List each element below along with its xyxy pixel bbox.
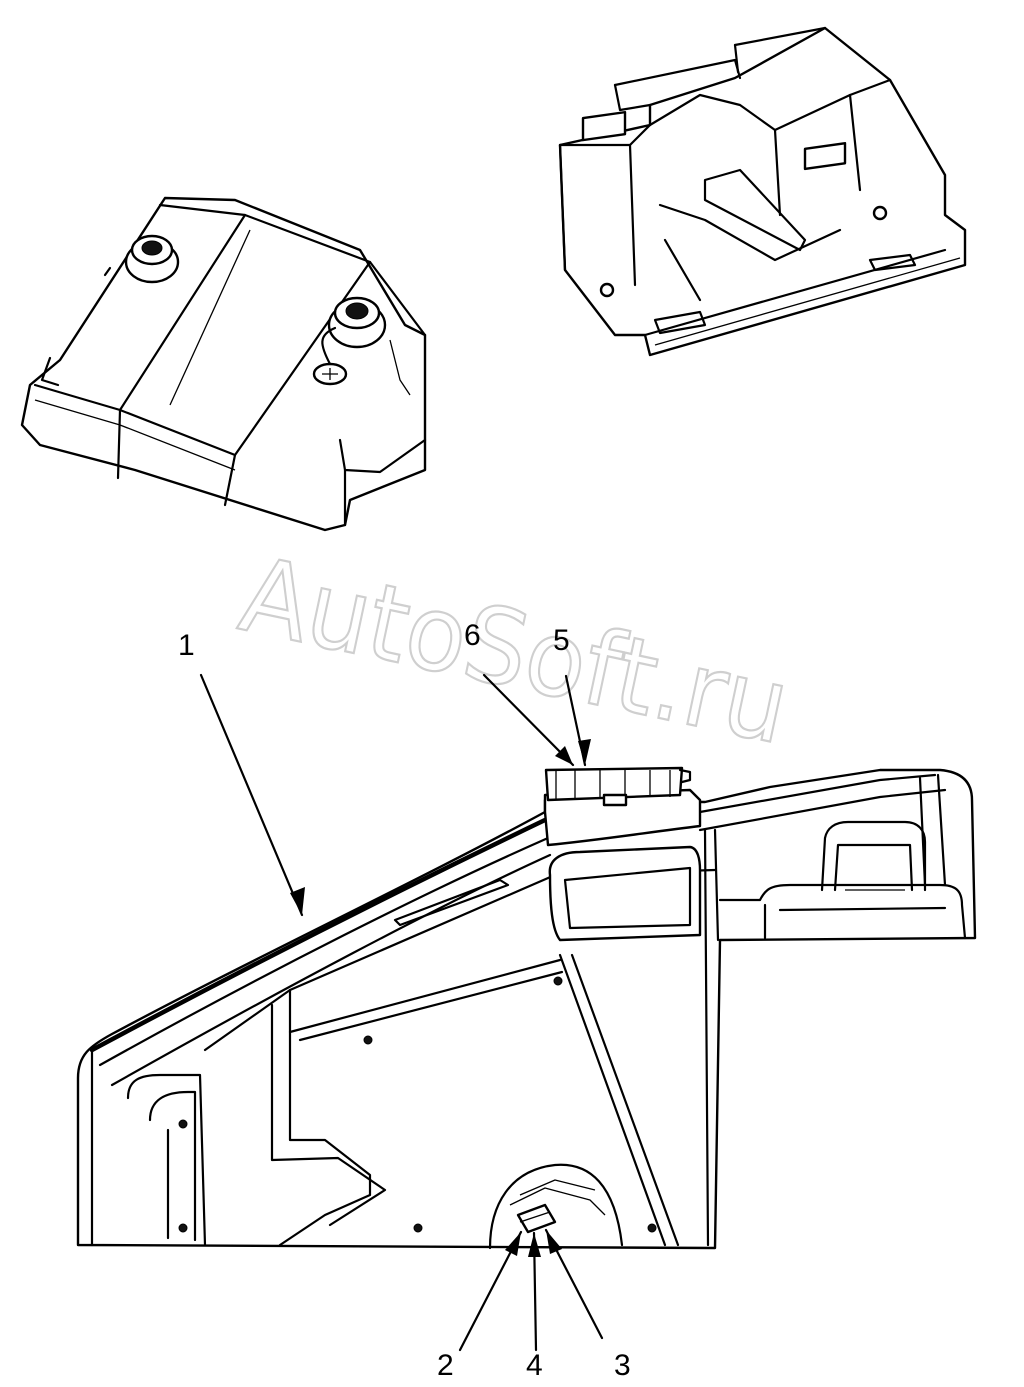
arrowhead [528, 1233, 541, 1257]
callout-1: 1 [178, 629, 195, 662]
arrowhead [290, 887, 305, 915]
callout-5: 5 [553, 624, 570, 657]
sensor-flange-icon [312, 326, 348, 386]
drain-fitting-icon [516, 1203, 557, 1234]
callout-3: 3 [614, 1349, 631, 1382]
arrowhead [546, 1230, 562, 1254]
callout-6: 6 [464, 619, 481, 652]
filler-cap-left-icon [124, 234, 180, 284]
filler-cap-right-icon [327, 296, 387, 349]
arrowhead [578, 739, 591, 765]
main-tank-side-view [76, 766, 977, 1250]
watermark-text: AutoSoft.ru [231, 533, 799, 768]
tank-bracket-view [558, 26, 967, 357]
arrowhead [505, 1232, 521, 1256]
filler-neck-icon [543, 766, 702, 847]
callout-4: 4 [526, 1349, 543, 1382]
tank-top-view [20, 196, 427, 532]
leader-lines [199, 673, 604, 1352]
callout-2: 2 [437, 1349, 454, 1382]
arrowhead [555, 746, 573, 765]
